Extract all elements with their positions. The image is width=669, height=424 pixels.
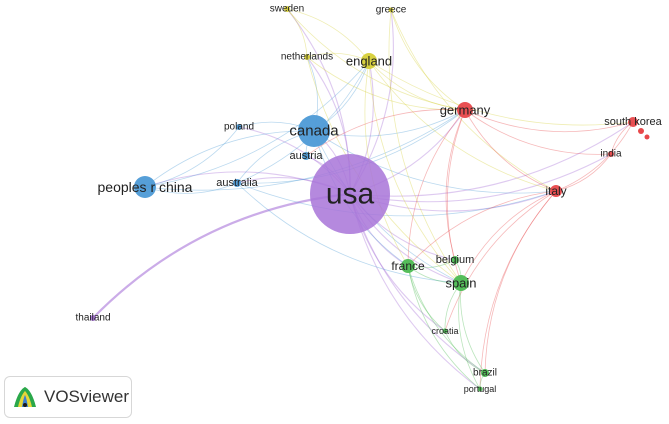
link-usa-thailand: [92, 192, 351, 319]
link-spain-brazil: [460, 282, 486, 374]
node-croatia[interactable]: [442, 328, 448, 334]
vosviewer-logo-icon: [14, 387, 36, 407]
label-portugal: portugal: [464, 384, 497, 394]
node-germany[interactable]: [457, 102, 473, 118]
node-greece[interactable]: [388, 7, 394, 13]
link-italy-brazil: [484, 190, 557, 374]
link-italy-france: [407, 190, 557, 267]
link-greece-italy: [390, 9, 557, 192]
link-canada-germany: [313, 109, 466, 137]
link-peoples_r_china-germany: [144, 109, 466, 191]
label-india: india: [600, 149, 622, 160]
node-netherlands[interactable]: [304, 54, 310, 60]
label-usa: usa: [326, 178, 375, 211]
node-poland[interactable]: [236, 124, 242, 130]
nodes-layer: [90, 6, 650, 392]
node-peoples-r-china[interactable]: [134, 176, 156, 198]
link-england-germany: [368, 60, 466, 111]
link-england-south_korea: [368, 60, 634, 126]
label-thailand: thailand: [75, 313, 110, 324]
link-italy-portugal: [479, 190, 557, 390]
label-italy: italy: [545, 184, 566, 198]
label-australia: australia: [216, 177, 258, 189]
link-netherlands-sweden: [286, 8, 308, 58]
node-thailand[interactable]: [90, 315, 96, 321]
label-germany: germany: [440, 103, 491, 118]
node-spain[interactable]: [453, 275, 469, 291]
label-netherlands: netherlands: [281, 52, 333, 63]
label-sweden: sweden: [270, 4, 304, 15]
node-france[interactable]: [401, 259, 415, 273]
label-belgium: belgium: [436, 254, 475, 266]
link-spain-portugal: [458, 282, 481, 390]
label-france: france: [391, 259, 425, 273]
vosviewer-logo-badge: VOSviewer: [4, 376, 132, 418]
link-canada-italy: [313, 130, 557, 194]
link-usa-south_korea: [349, 121, 634, 197]
label-spain: spain: [445, 276, 476, 291]
link-italy-india: [555, 153, 612, 192]
label-england: england: [346, 54, 392, 69]
link-croatia-brazil: [444, 330, 486, 374]
link-peoples_r_china-poland: [144, 126, 240, 188]
link-england-spain: [368, 60, 462, 284]
link-england-italy: [368, 60, 557, 192]
link-canada-peoples_r_china: [144, 130, 315, 188]
link-germany-austria: [305, 109, 466, 157]
node-belgium[interactable]: [451, 256, 459, 264]
link-france-croatia: [407, 265, 446, 332]
node-canada[interactable]: [298, 115, 330, 147]
node-england[interactable]: [361, 53, 377, 69]
link-germany-south_korea: [464, 109, 634, 133]
node-brazil[interactable]: [481, 369, 489, 377]
link-australia-spain: [236, 182, 462, 284]
label-poland: poland: [224, 122, 254, 133]
link-germany-france: [407, 109, 466, 267]
link-germany-belgium: [445, 109, 466, 261]
node-india[interactable]: [608, 151, 614, 157]
link-france-brazil: [407, 265, 486, 374]
link-sweden-germany: [286, 8, 466, 111]
node-austria[interactable]: [302, 152, 310, 160]
node-usa[interactable]: [310, 154, 390, 234]
node-south-korea[interactable]: [628, 117, 638, 127]
label-canada: canada: [289, 123, 339, 140]
link-peoples_r_china-england: [144, 60, 370, 188]
label-peoples-r-china: peoples r china: [98, 179, 193, 195]
label-greece: greece: [376, 5, 407, 16]
node-minor-1[interactable]: [638, 128, 644, 134]
labels-layer: usa canada peoples r china australia austria…: [75, 4, 662, 395]
node-sweden[interactable]: [284, 6, 290, 12]
label-south-korea: south korea: [604, 116, 662, 128]
node-minor-2[interactable]: [644, 134, 650, 140]
label-brazil: brazil: [473, 368, 497, 379]
link-germany-italy: [464, 109, 557, 192]
link-italy-croatia: [444, 190, 557, 332]
link-greece-germany: [390, 9, 466, 111]
link-australia-italy: [236, 182, 557, 217]
link-italy-spain: [460, 190, 557, 284]
label-austria: austria: [289, 150, 323, 162]
link-greece-spain: [388, 9, 462, 284]
node-portugal[interactable]: [477, 386, 483, 392]
link-netherlands-germany: [306, 56, 466, 111]
label-croatia: croatia: [431, 326, 458, 336]
link-france-portugal: [407, 265, 481, 390]
link-england-sweden: [286, 8, 370, 62]
node-italy[interactable]: [550, 185, 562, 197]
node-australia[interactable]: [233, 179, 241, 187]
link-germany-india: [464, 109, 612, 155]
vosviewer-logo-text: VOSviewer: [44, 387, 130, 406]
link-italy-south_korea: [555, 121, 634, 192]
